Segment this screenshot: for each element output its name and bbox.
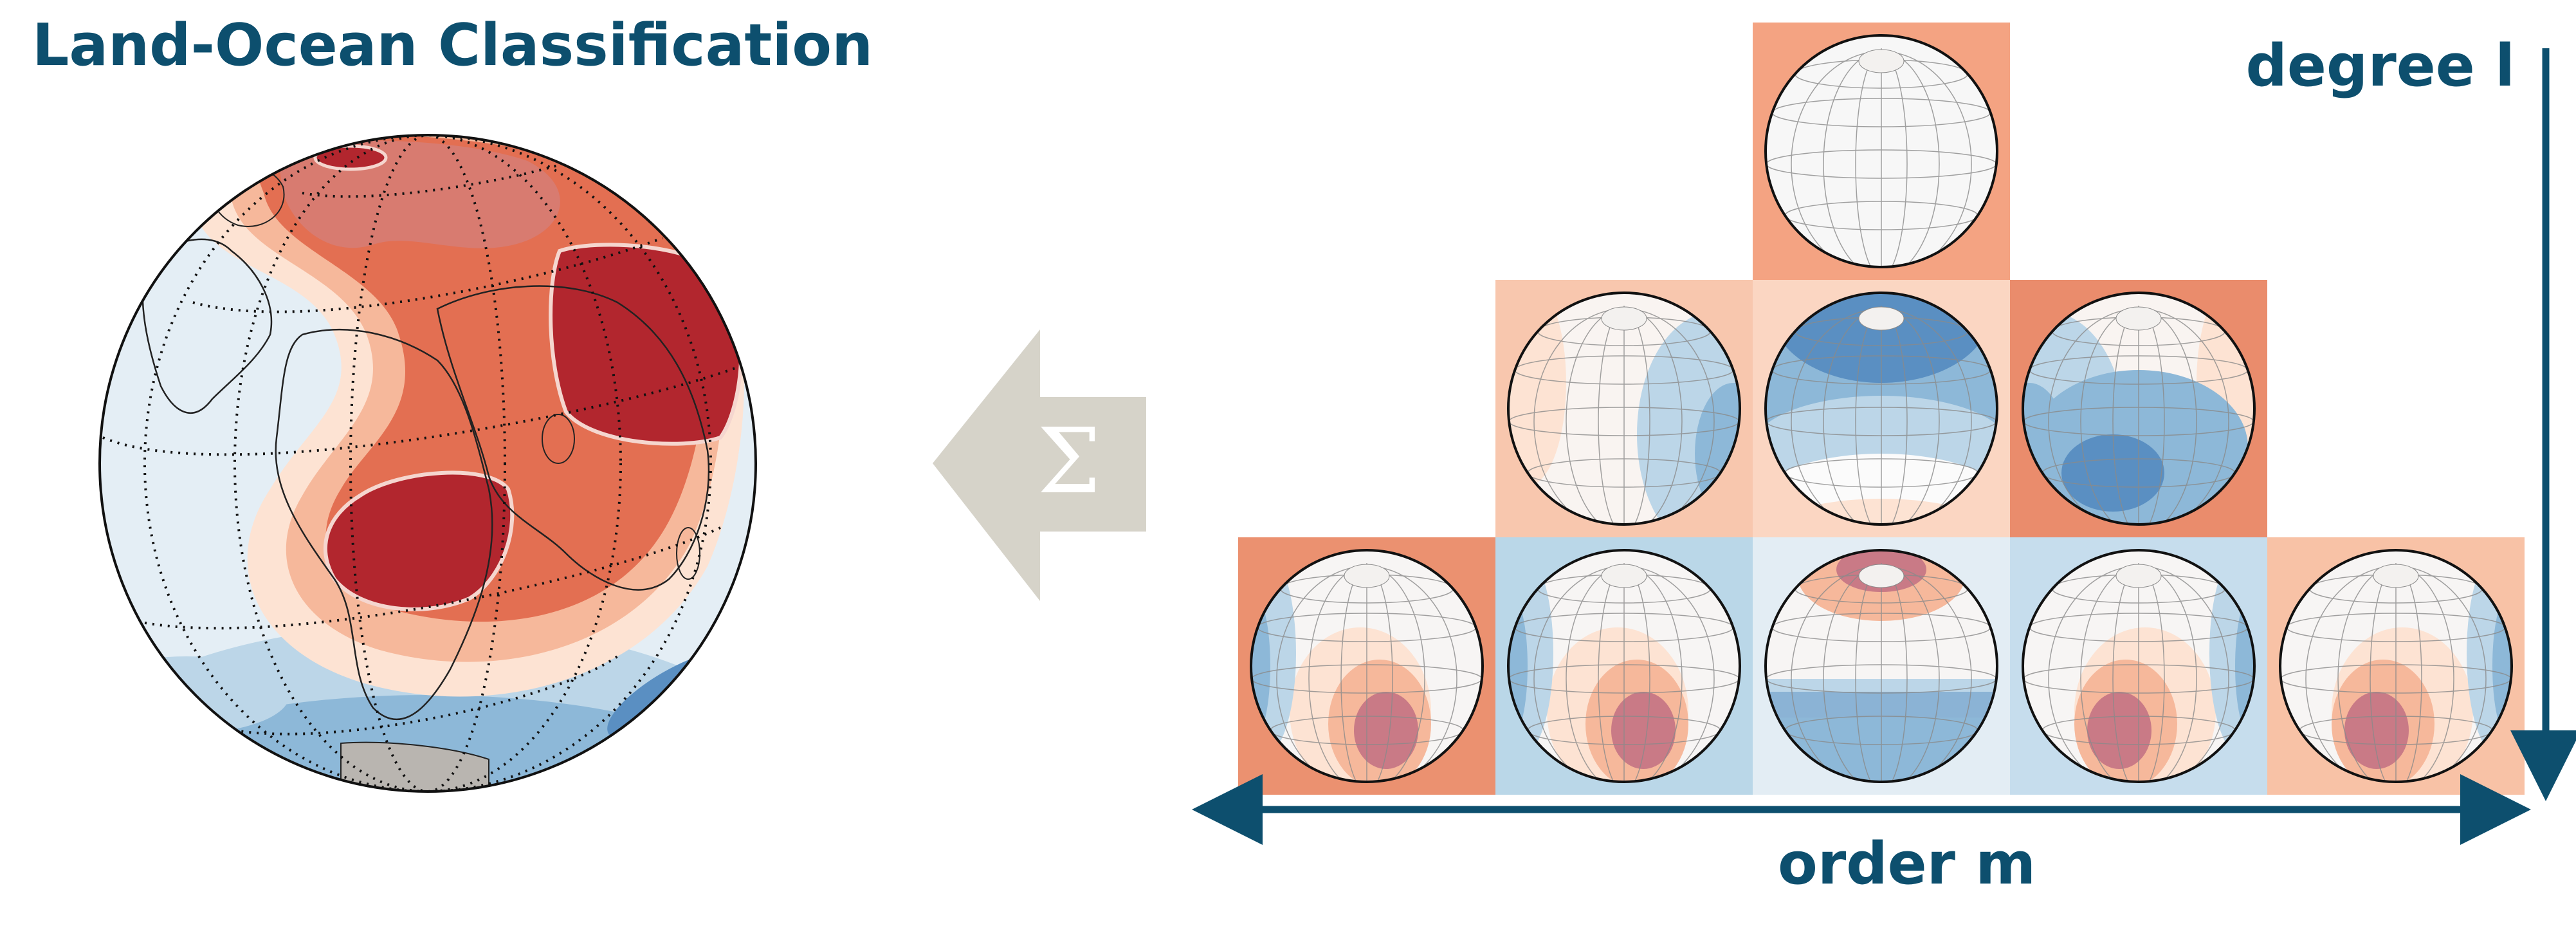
harmonic-tile-l2-m1	[2010, 537, 2267, 795]
harmonic-tile-l2-m0	[1753, 537, 2010, 795]
harmonic-globe	[2279, 549, 2513, 783]
harmonic-globe	[1507, 549, 1741, 783]
sum-arrow: Σ	[933, 329, 1146, 601]
harmonic-globe	[1507, 292, 1741, 526]
harmonic-tile-l1-m-1	[1495, 280, 1753, 537]
harmonic-globe	[1250, 549, 1484, 783]
harmonic-tile-l1-m1	[2010, 280, 2267, 537]
spherical-harmonics-pyramid	[1238, 23, 2525, 795]
order-axis-label: order m	[1778, 830, 2036, 898]
harmonic-tile-l0-m0	[1753, 23, 2010, 280]
sum-symbol: Σ	[1037, 409, 1101, 514]
harmonic-tile-l1-m0	[1753, 280, 2010, 537]
degree-axis-label: degree l	[2245, 32, 2515, 100]
harmonic-globe	[1764, 34, 1998, 268]
figure-title: Land-Ocean Classification	[32, 12, 873, 79]
harmonic-tile-l2-m-1	[1495, 537, 1753, 795]
harmonic-tile-l2-m-2	[1238, 537, 1495, 795]
land-ocean-globe	[98, 134, 757, 793]
harmonic-globe	[2022, 549, 2256, 783]
harmonic-tile-l2-m2	[2267, 537, 2525, 795]
harmonic-globe	[2022, 292, 2256, 526]
